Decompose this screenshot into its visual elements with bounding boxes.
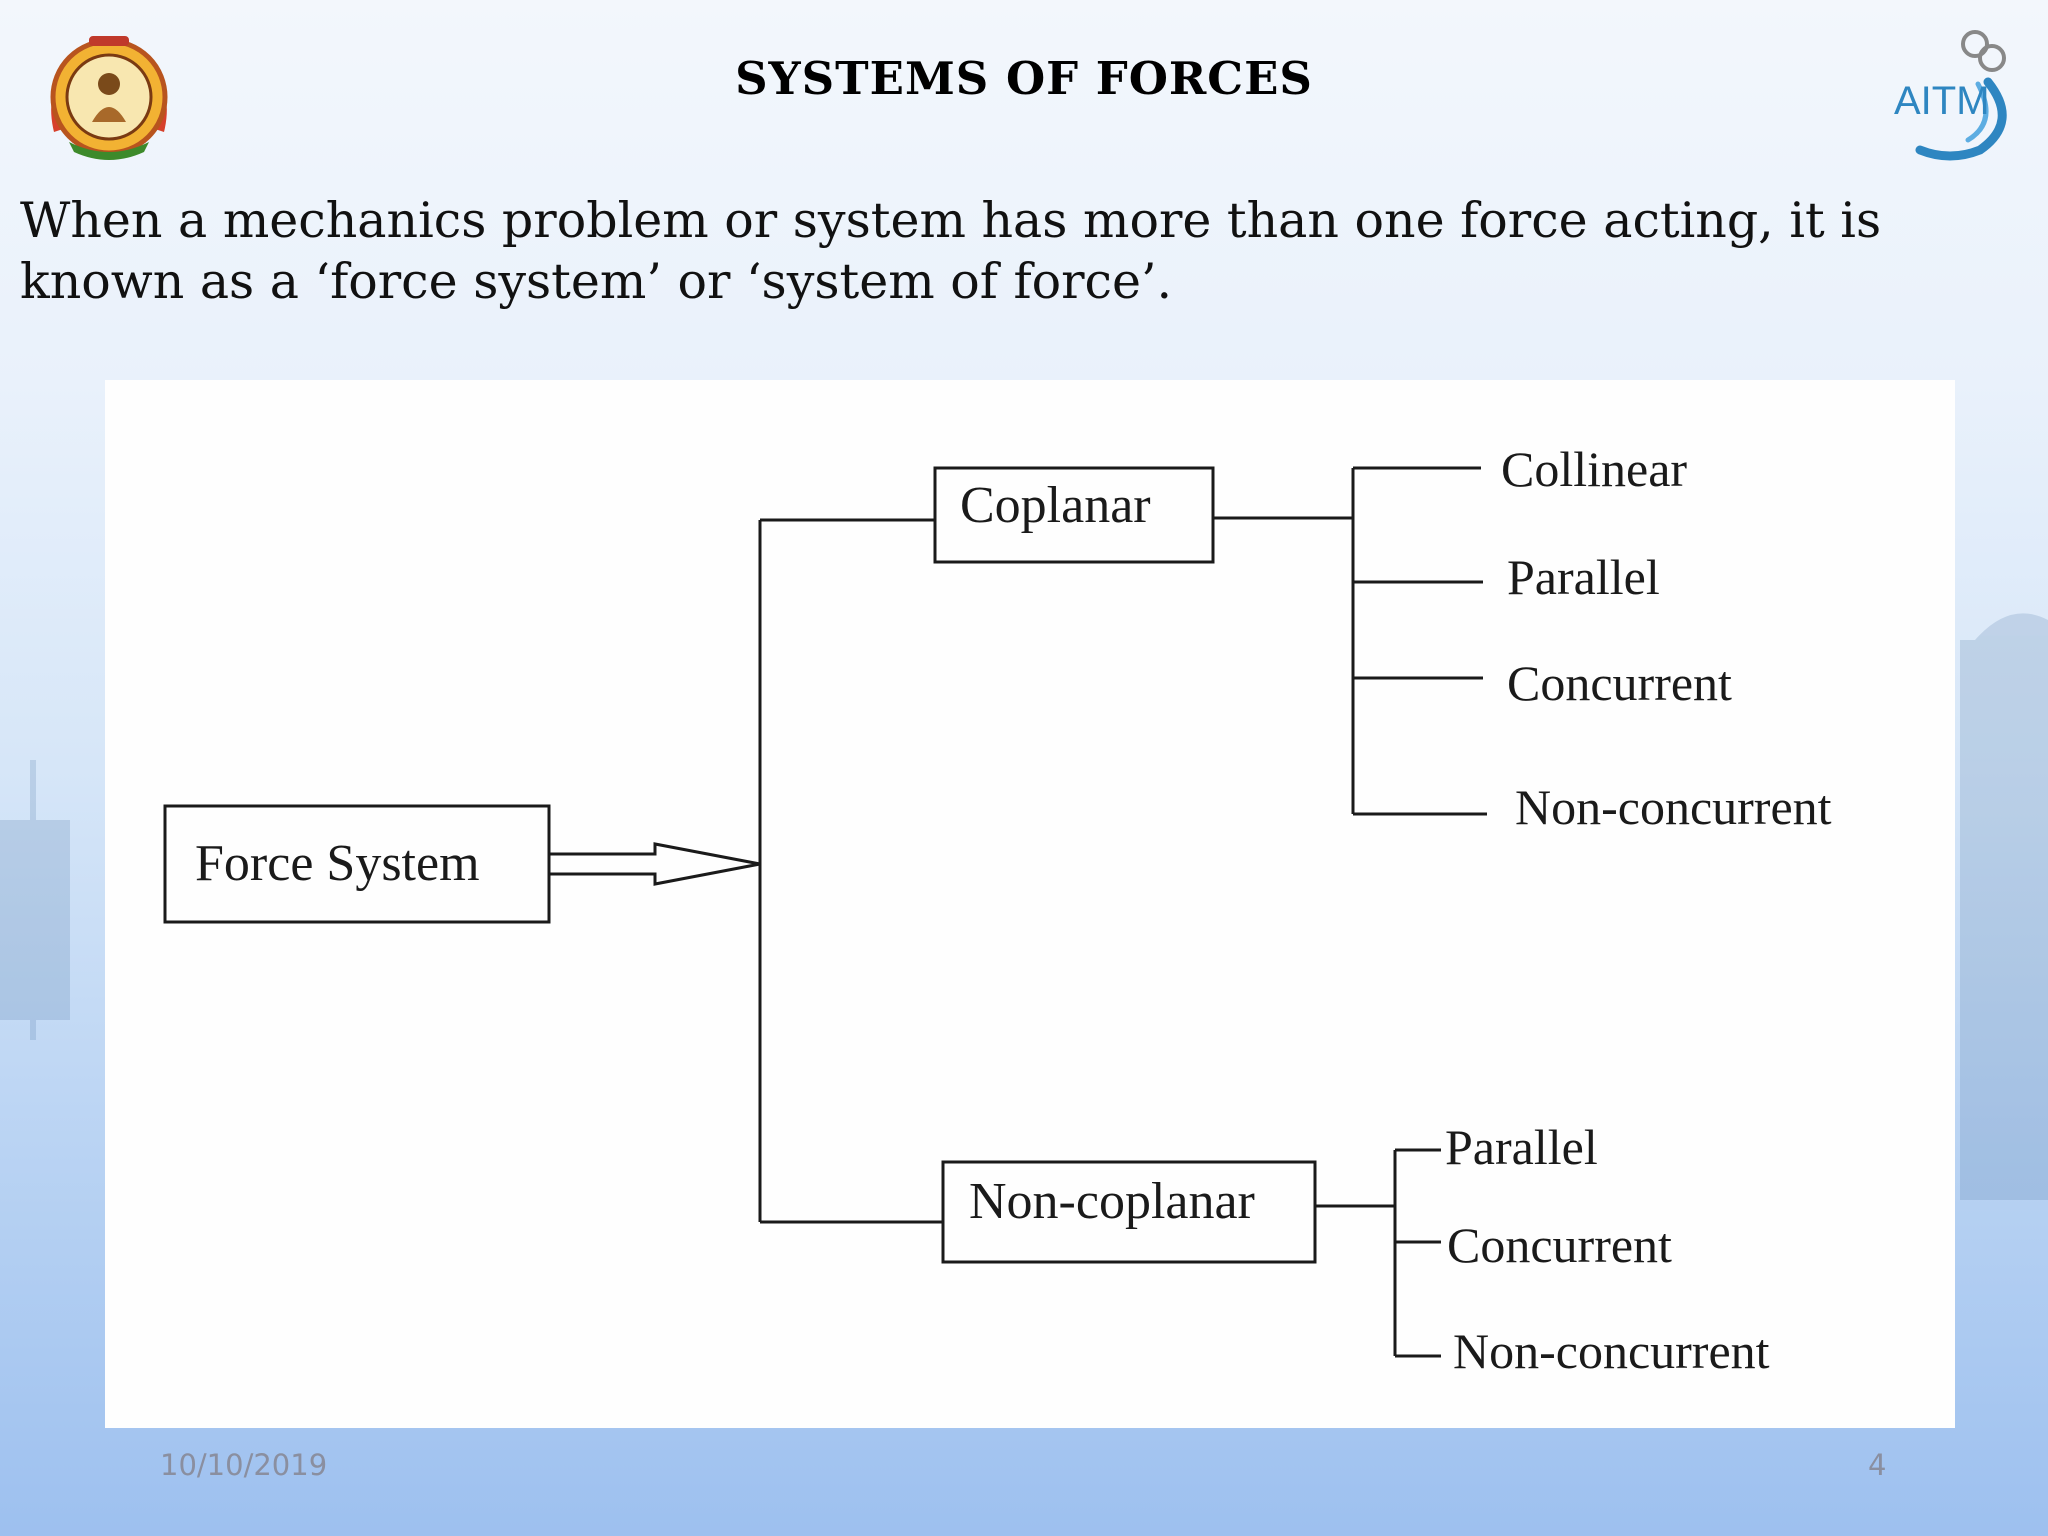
coplanar-child-parallel: Parallel [1507, 549, 1660, 605]
non-coplanar-child-parallel: Parallel [1445, 1119, 1598, 1175]
intro-line-1: When a mechanics problem or system has m… [20, 192, 1882, 249]
aitm-logo-text: AITM [1894, 79, 1990, 123]
coplanar-child-non-concurrent: Non-concurrent [1515, 779, 1832, 835]
college-emblem-logo [34, 22, 184, 162]
force-system-box [163, 804, 551, 924]
coplanar-child-concurrent: Concurrent [1507, 655, 1732, 711]
non-coplanar-child-concurrent: Concurrent [1447, 1217, 1672, 1273]
coplanar-child-collinear: Collinear [1501, 441, 1687, 497]
aitm-logo: AITM [1880, 22, 2030, 167]
intro-line-2: known as a ‘force system’ or ‘system of … [20, 253, 1173, 310]
non-coplanar-box [941, 1160, 1317, 1264]
force-system-diagram: Force System Coplanar Non-coplanar Colli… [105, 380, 1955, 1428]
footer-page-number: 4 [1868, 1448, 1887, 1482]
non-coplanar-label: Non-coplanar [969, 1173, 1255, 1230]
footer-date: 10/10/2019 [160, 1448, 328, 1482]
root-label: Force System [195, 835, 480, 892]
hollow-arrow [549, 842, 761, 886]
slide-title: SYSTEMS OF FORCES [735, 52, 1313, 105]
coplanar-label: Coplanar [960, 477, 1151, 534]
coplanar-box [933, 466, 1215, 564]
intro-paragraph: When a mechanics problem or system has m… [20, 190, 1980, 312]
non-coplanar-child-non-concurrent: Non-concurrent [1453, 1323, 1770, 1379]
